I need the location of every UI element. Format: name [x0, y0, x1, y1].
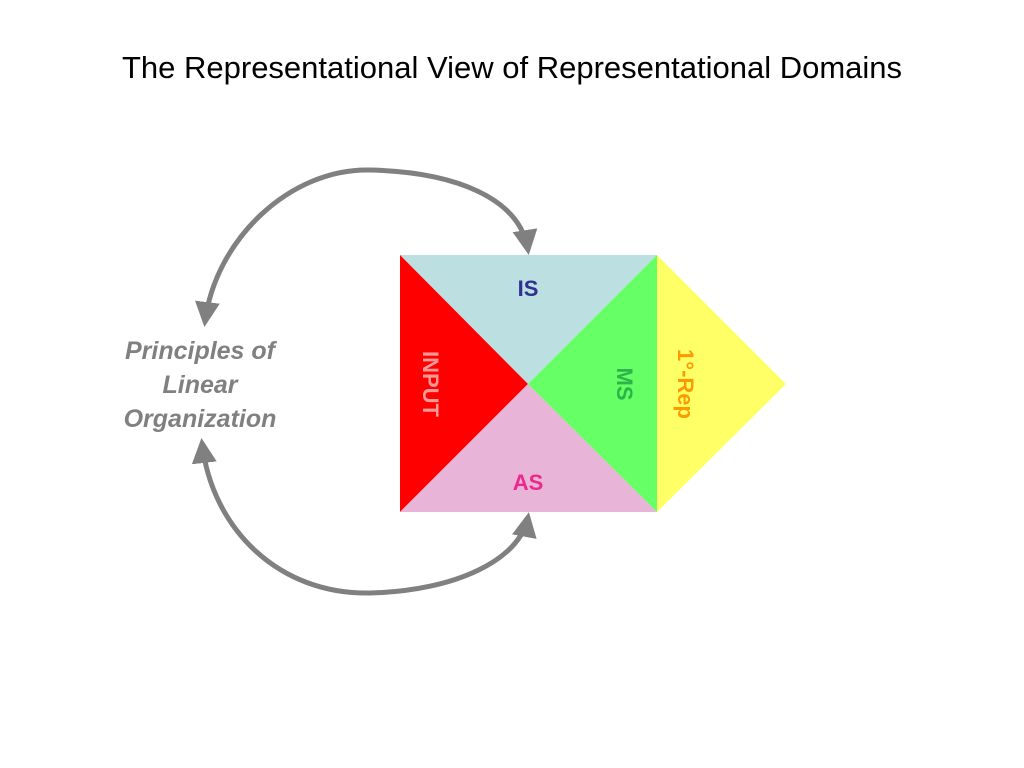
- principles-line-1: Principles of: [124, 337, 276, 365]
- input-label: INPUT: [418, 351, 443, 418]
- as-label: AS: [513, 470, 544, 495]
- principles-line-2: Linear: [162, 371, 238, 399]
- ms-triangle: [528, 255, 657, 512]
- upper-arrow: [195, 167, 538, 327]
- principles-line-3: Organization: [123, 405, 277, 433]
- ms-label: MS: [612, 368, 637, 401]
- lower-arrow: [191, 438, 537, 596]
- is-label: IS: [518, 276, 539, 301]
- slide-title: The Representational View of Representat…: [121, 50, 903, 85]
- rep-label: 1°-Rep: [673, 349, 698, 419]
- principles-label: Principles of Linear Organization: [80, 334, 320, 436]
- rep-triangle: [657, 255, 786, 512]
